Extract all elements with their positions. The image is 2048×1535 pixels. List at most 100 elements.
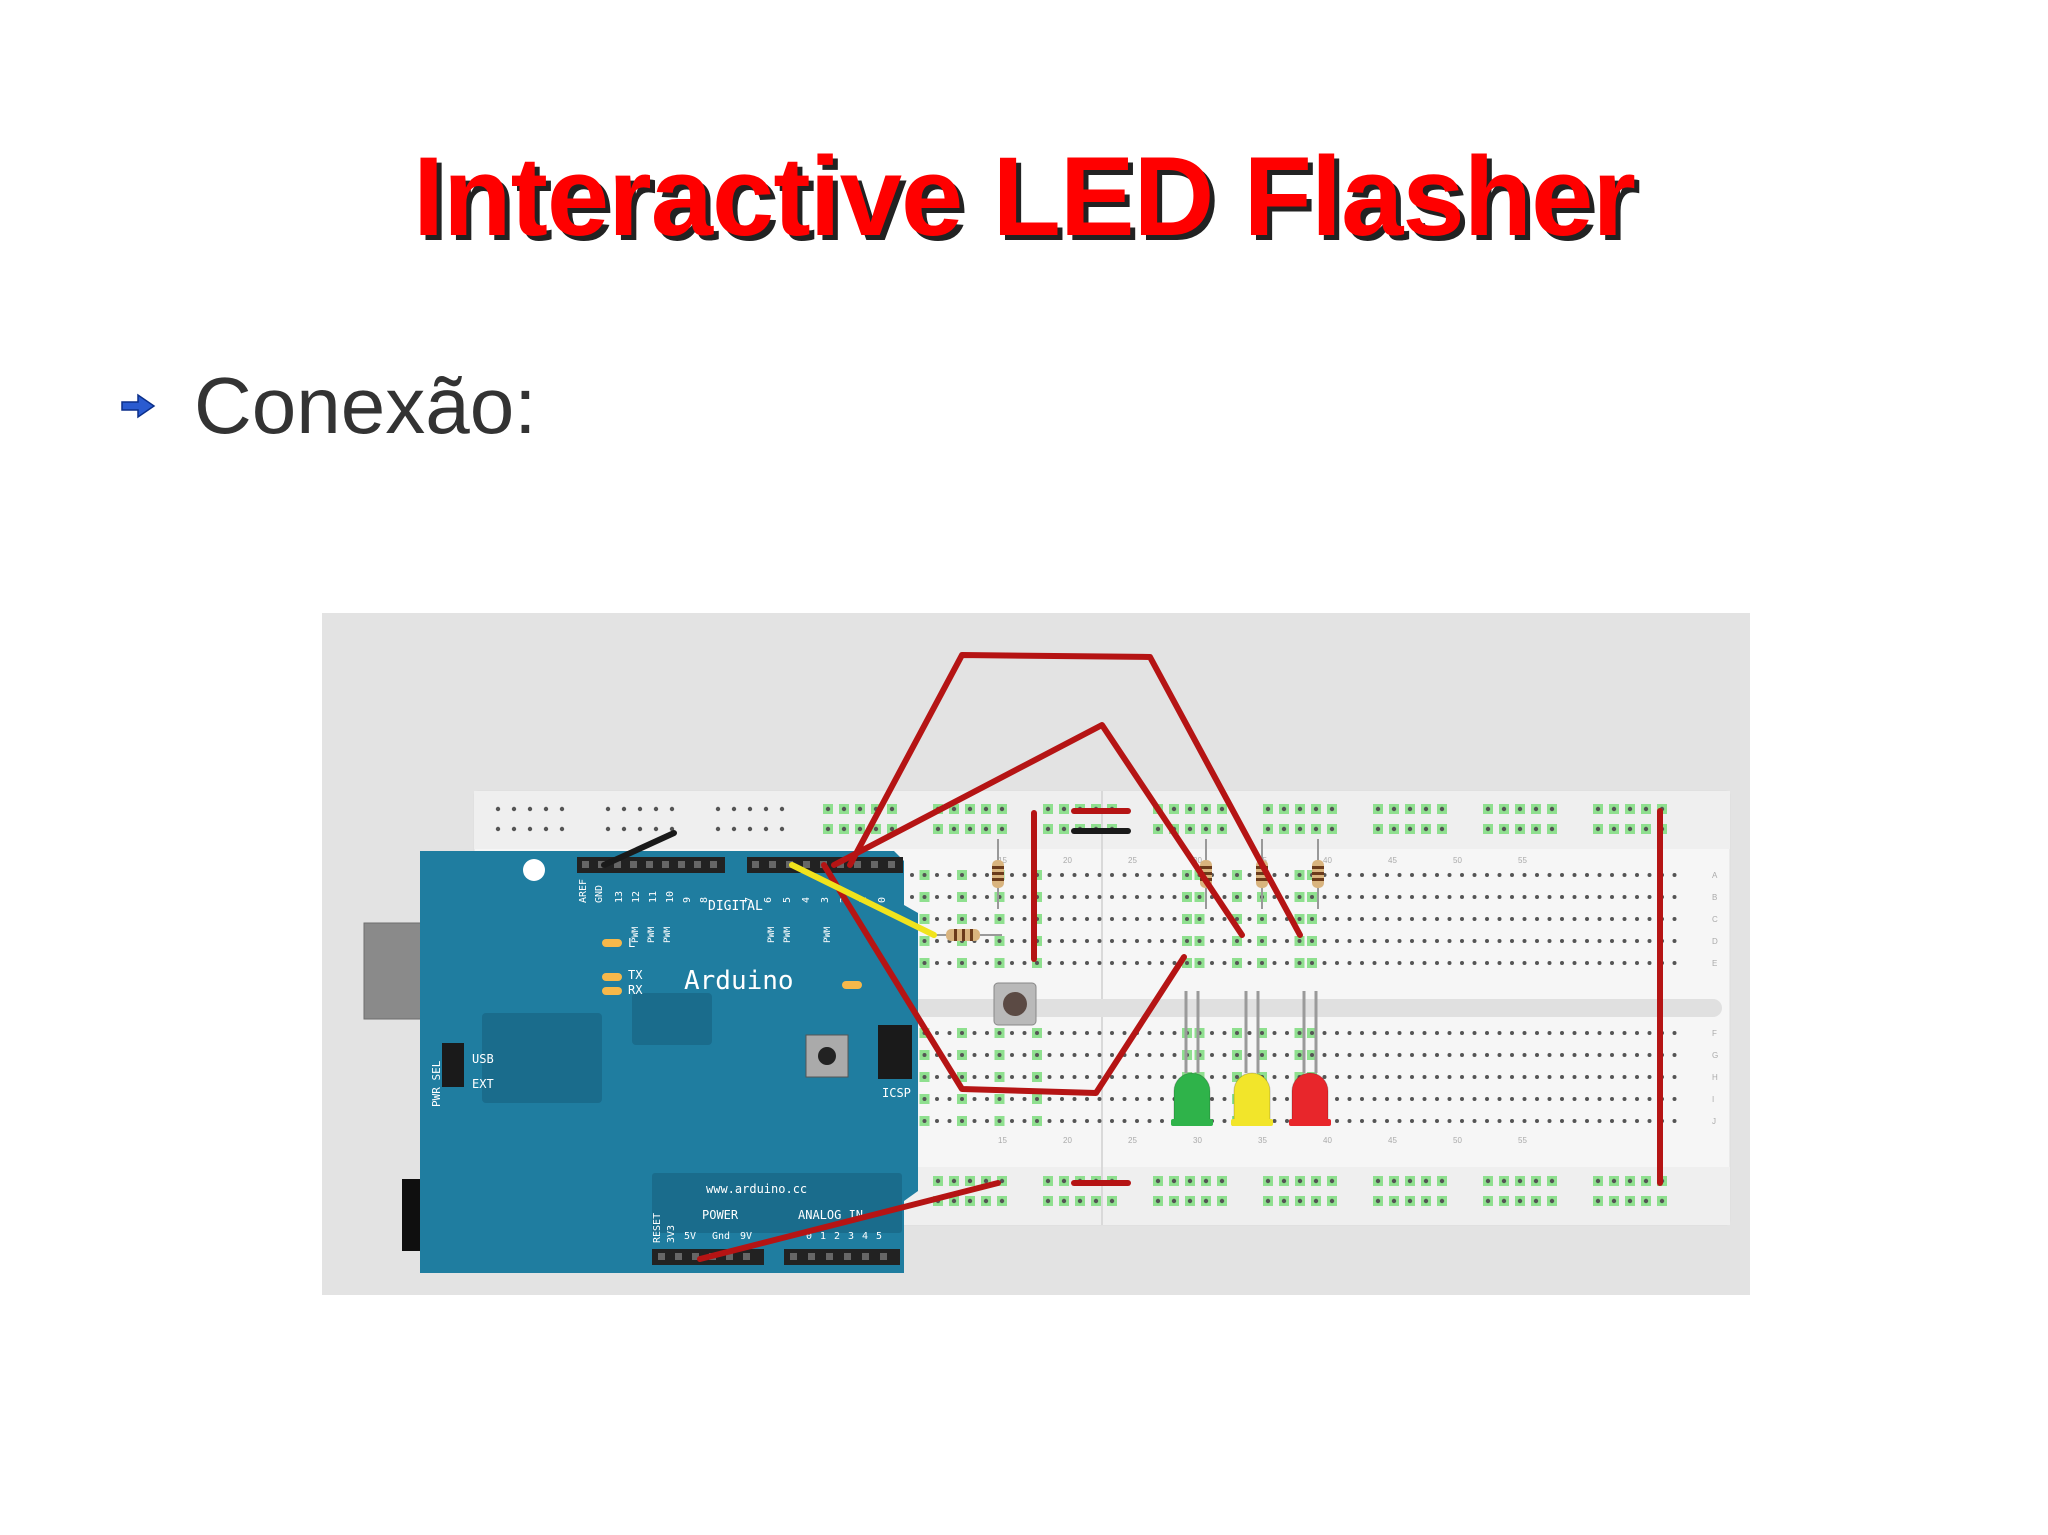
breadboard-hole	[1281, 1198, 1287, 1204]
breadboard-hole	[1672, 1075, 1677, 1079]
breadboard-hole	[1203, 806, 1209, 812]
breadboard-hole	[1391, 806, 1397, 812]
mounting-hole	[523, 859, 545, 881]
breadboard-hole	[1547, 1075, 1552, 1079]
breadboard-hole	[935, 961, 939, 965]
breadboard-hole	[1647, 895, 1652, 899]
breadboard-hole	[1310, 1053, 1314, 1057]
breadboard-hole	[999, 806, 1005, 812]
header-pin-label: 10	[665, 891, 676, 903]
breadboard-hole	[1672, 873, 1677, 877]
header-pin-label: 11	[648, 891, 659, 903]
breadboard-hole	[1060, 873, 1064, 877]
breadboard-hole	[1627, 826, 1633, 832]
breadboard-hole	[1047, 1075, 1052, 1079]
breadboard-hole	[1391, 826, 1397, 832]
breadboard-hole	[1643, 1198, 1649, 1204]
breadboard-hole	[1610, 1031, 1614, 1035]
breadboard-hole	[1160, 895, 1164, 899]
breadboard-hole	[1222, 1075, 1227, 1079]
breadboard-hole	[1160, 1053, 1164, 1057]
breadboard-hole	[1247, 1031, 1252, 1035]
breadboard-hole	[1122, 1097, 1127, 1101]
breadboard-hole	[1347, 961, 1352, 965]
breadboard-hole	[1172, 961, 1177, 965]
breadboard-hole	[605, 806, 611, 812]
breadboard-hole	[1397, 939, 1402, 943]
breadboard-hole	[1439, 1178, 1445, 1184]
breadboard-hole	[1160, 873, 1164, 877]
breadboard-hole	[1222, 873, 1227, 877]
breadboard-hole	[1447, 895, 1452, 899]
column-label: 30	[1193, 1136, 1202, 1145]
breadboard-hole	[1147, 1075, 1152, 1079]
breadboard-hole	[1313, 1178, 1319, 1184]
header-pin	[726, 1253, 733, 1260]
breadboard-hole	[1203, 826, 1209, 832]
breadboard-hole	[1272, 917, 1277, 921]
breadboard-hole	[1265, 1198, 1271, 1204]
breadboard-hole	[967, 826, 973, 832]
header-pin	[694, 861, 701, 868]
breadboard-hole	[1460, 873, 1464, 877]
breadboard-hole	[1347, 873, 1352, 877]
column-label: 25	[1128, 856, 1137, 865]
breadboard-hole	[960, 1075, 964, 1079]
led-pwr-indicator	[842, 981, 862, 989]
breadboard-hole	[1422, 1053, 1427, 1057]
breadboard-hole	[1110, 873, 1114, 877]
breadboard-hole	[972, 961, 977, 965]
header-pin-label: 12	[631, 891, 642, 903]
breadboard-hole	[1385, 1075, 1389, 1079]
breadboard-hole	[1560, 873, 1564, 877]
breadboard-hole	[1510, 1097, 1514, 1101]
breadboard-hole	[1485, 873, 1489, 877]
breadboard-hole	[1310, 895, 1314, 899]
resistors	[932, 839, 1324, 941]
breadboard-hole	[972, 873, 977, 877]
breadboard-hole	[1485, 806, 1491, 812]
breadboard-hole	[1335, 961, 1339, 965]
resistor-band	[1312, 872, 1324, 875]
breadboard-hole	[983, 806, 989, 812]
breadboard-hole	[1510, 961, 1514, 965]
breadboard-hole	[1622, 895, 1627, 899]
breadboard-hole	[1135, 917, 1139, 921]
breadboard-hole	[1060, 1097, 1064, 1101]
breadboard-hole	[1410, 873, 1414, 877]
breadboard-hole	[1372, 1053, 1377, 1057]
breadboard-hole	[873, 826, 879, 832]
pwm-label: PWM	[783, 926, 793, 943]
breadboard-hole	[997, 939, 1002, 943]
breadboard-hole	[1597, 917, 1602, 921]
breadboard-hole	[1547, 961, 1552, 965]
breadboard-hole	[1635, 917, 1639, 921]
breadboard-hole	[1635, 1053, 1639, 1057]
breadboard-hole	[1547, 873, 1552, 877]
breadboard-hole	[1045, 826, 1051, 832]
breadboard-hole	[1397, 1053, 1402, 1057]
breadboard-hole	[1672, 895, 1677, 899]
breadboard-hole	[1375, 1198, 1381, 1204]
breadboard-hole	[1203, 1198, 1209, 1204]
breadboard-hole	[1472, 1031, 1477, 1035]
breadboard-hole	[967, 1198, 973, 1204]
breadboard-hole	[1472, 1075, 1477, 1079]
breadboard-hole	[653, 826, 659, 832]
breadboard-hole	[1285, 895, 1289, 899]
breadboard-hole	[1335, 895, 1339, 899]
column-label: 50	[1453, 1136, 1462, 1145]
breadboard-hole	[1501, 826, 1507, 832]
breadboard-hole	[1047, 917, 1052, 921]
breadboard-hole	[763, 806, 769, 812]
breadboard-hole	[621, 806, 627, 812]
breadboard-hole	[1460, 1097, 1464, 1101]
breadboard-hole	[935, 917, 939, 921]
breadboard-hole	[1222, 1031, 1227, 1035]
header-pin	[769, 861, 776, 868]
breadboard-hole	[511, 806, 517, 812]
breadboard-hole	[1572, 873, 1577, 877]
breadboard-hole	[1110, 1097, 1114, 1101]
wire-black	[601, 830, 677, 868]
